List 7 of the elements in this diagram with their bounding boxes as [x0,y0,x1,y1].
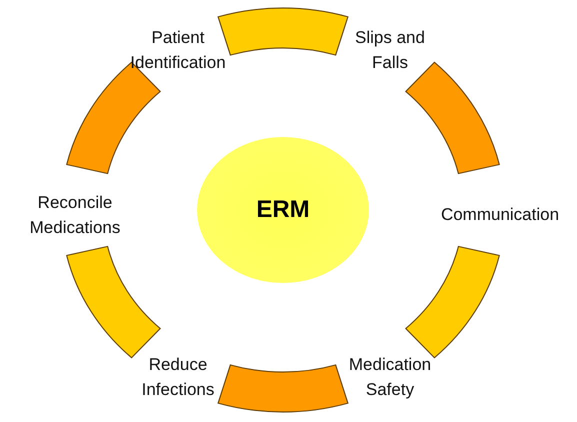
topic-label: Slips and Falls [354,27,426,74]
center-label: ERM [256,196,310,224]
topic-label: Reduce Infections [140,354,216,401]
topic-label: Patient Identification [129,27,227,74]
topic-label: Medication Safety [348,354,432,401]
topic-label: Communication [440,204,560,226]
topic-label: Reconcile Medications [28,192,122,239]
